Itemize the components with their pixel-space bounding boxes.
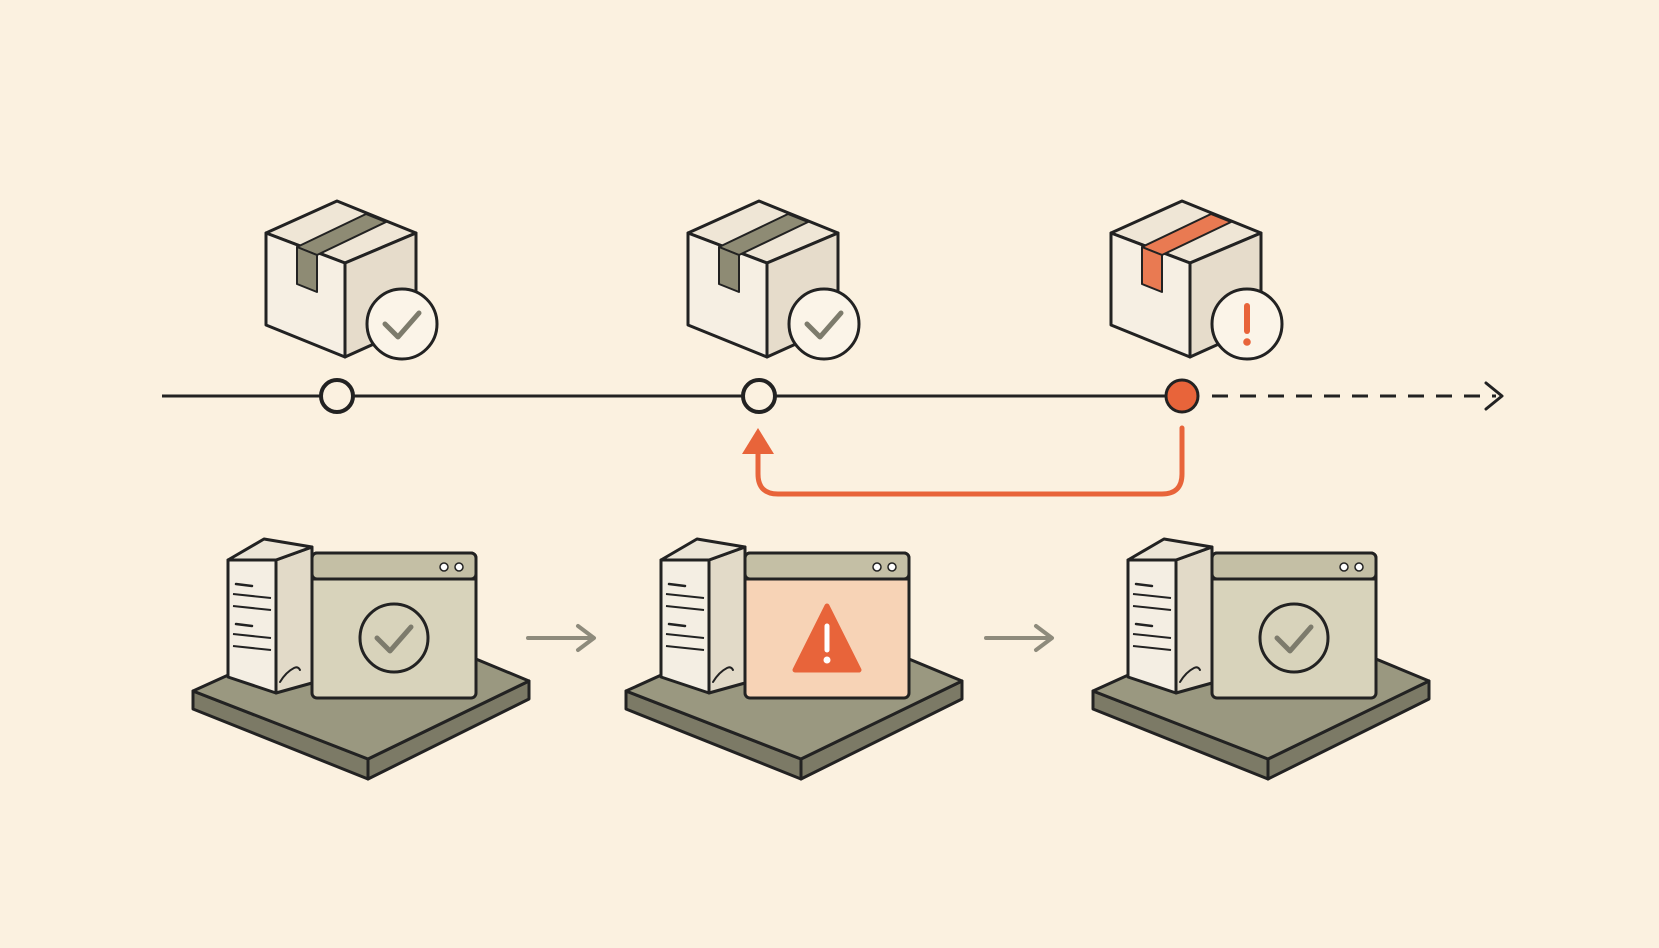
timeline-arrowhead-icon	[1484, 381, 1504, 411]
rollback-arrow-path	[755, 425, 1185, 497]
checkmark-icon	[365, 287, 439, 361]
step-arrow-icon	[984, 624, 1054, 652]
package-v3	[1109, 199, 1284, 361]
timeline-node-2	[741, 378, 777, 414]
server-tower-icon	[226, 537, 314, 695]
release-timeline	[162, 378, 1504, 497]
release-packages	[264, 199, 1284, 361]
package-box-icon	[686, 199, 840, 359]
package-box-icon	[264, 199, 418, 359]
package-v1	[264, 199, 439, 361]
rollback-arrowhead-icon	[742, 428, 774, 454]
timeline-node-3-failed	[1164, 378, 1200, 414]
step-arrow-icon	[526, 624, 596, 652]
app-window	[310, 551, 478, 700]
exclamation-icon	[1210, 287, 1284, 361]
warning-triangle-icon	[792, 603, 862, 673]
server-tower-icon	[1126, 537, 1214, 695]
window-controls-icon	[872, 562, 897, 572]
window-controls-icon	[1339, 562, 1364, 572]
environment-stages	[191, 537, 1431, 781]
timeline-node-1	[319, 378, 355, 414]
package-v2	[686, 199, 861, 361]
checkmark-icon	[1258, 602, 1330, 674]
package-box-icon	[1109, 199, 1263, 359]
environment-1	[191, 537, 531, 781]
environment-3	[1091, 537, 1431, 781]
app-window	[1210, 551, 1378, 700]
window-controls-icon	[439, 562, 464, 572]
environment-step-arrows	[526, 624, 1054, 652]
checkmark-icon	[787, 287, 861, 361]
server-tower-icon	[659, 537, 747, 695]
environment-2	[624, 537, 964, 781]
checkmark-icon	[358, 602, 430, 674]
